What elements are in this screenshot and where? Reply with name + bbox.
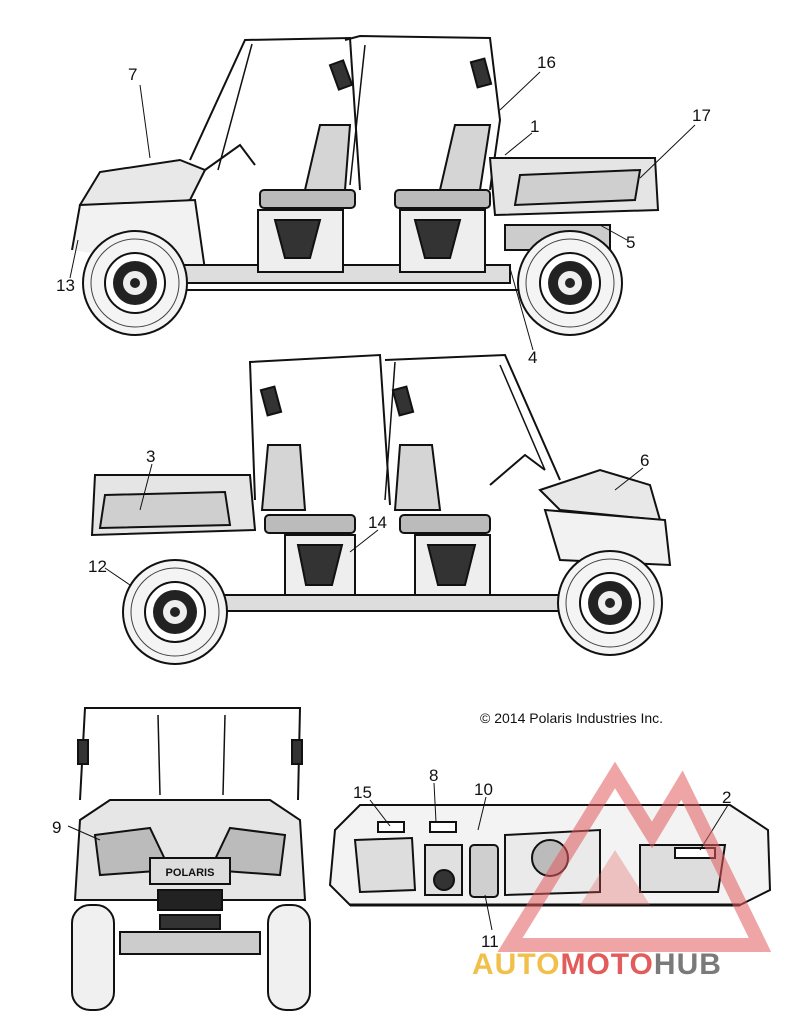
callout-4: 4: [528, 348, 537, 367]
callout-3: 3: [146, 447, 155, 466]
brand-part-moto: MOTO: [560, 948, 654, 981]
rear-wheel-right: [122, 559, 228, 665]
front-badge-text: POLARIS: [166, 867, 215, 879]
front-view: [71, 707, 311, 1011]
front-wheel-left: [82, 230, 188, 336]
callout-14: 14: [368, 513, 387, 532]
brand-part-auto: AUTO: [472, 948, 561, 981]
watermark-logo: [497, 761, 772, 952]
watermark-brand: AUTOMOTOHUB: [472, 948, 722, 982]
callout-6: 6: [640, 451, 649, 470]
callout-7: 7: [128, 65, 137, 84]
rear-wheel-left: [517, 230, 623, 336]
front-wheel-right: [557, 550, 663, 656]
callout-8: 8: [429, 766, 438, 785]
copyright-text: © 2014 Polaris Industries Inc.: [480, 710, 664, 726]
callout-12: 12: [88, 557, 107, 576]
brand-part-hub: HUB: [653, 948, 722, 981]
callout-11: 11: [481, 932, 499, 951]
callout-1: 1: [530, 117, 539, 136]
callout-5: 5: [626, 233, 635, 252]
callout-10: 10: [474, 780, 493, 799]
callout-17: 17: [692, 106, 711, 125]
callout-9: 9: [52, 818, 61, 837]
side-view-left: [71, 34, 660, 291]
callout-15: 15: [353, 783, 372, 802]
callout-13: 13: [56, 276, 75, 295]
side-view-right: [90, 353, 672, 612]
callout-leaders: [67, 71, 729, 931]
callout-16: 16: [537, 53, 556, 72]
callout-2: 2: [722, 788, 731, 807]
